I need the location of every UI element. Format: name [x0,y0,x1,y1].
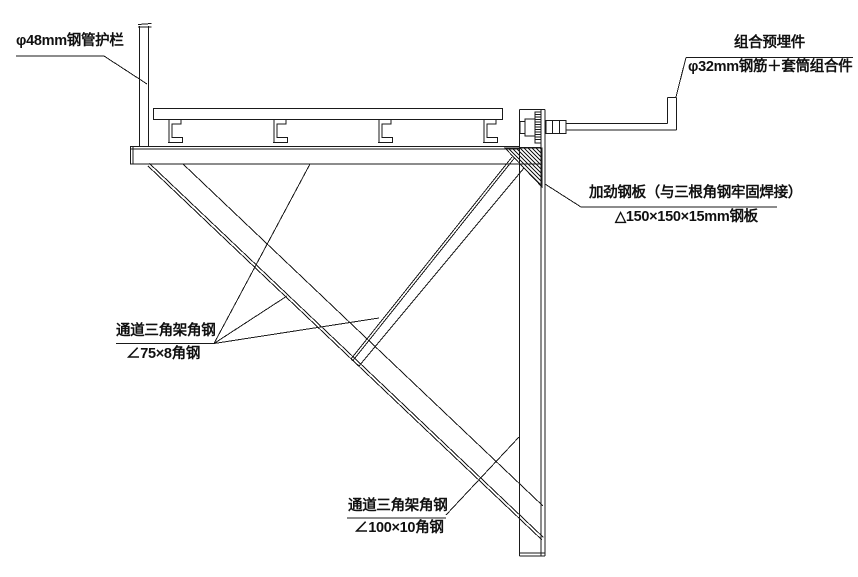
washer-stack-hatch [535,114,541,140]
sleeve-nut-facets [552,120,560,134]
channel-beams [168,119,498,143]
label-truss-angle-100-title: 通道三角架角钢 [348,498,448,514]
web-brace-angle [350,156,525,367]
stiffener-gusset-hatch [505,148,542,187]
anchor-assembly [519,97,677,144]
deck-plank [153,108,503,120]
diagonal-chord-angle [147,163,544,541]
label-stiffener-title: 加劲钢板（与三根角钢牢固焊接） [589,185,802,201]
label-stiffener-spec: △150×150×15mm钢板 [615,209,758,225]
channel-beam [273,119,288,143]
sleeve-nut [545,120,567,134]
wall-angle-member [519,109,546,557]
label-truss-angle-75-title: 通道三角架角钢 [116,323,216,339]
top-chord-angle [130,146,541,165]
guardrail-post [137,23,152,146]
leader-stiffener [544,183,777,208]
anchor-rebar-lbar [566,97,677,131]
channel-beam [168,119,183,143]
bolt-head [524,118,536,137]
leader-embedded-part [675,57,853,98]
label-truss-angle-100-spec: ∠100×10角钢 [354,520,444,536]
label-embedded-part-title: 组合预埋件 [734,35,805,51]
channel-beam [378,119,393,143]
label-guardrail: φ48mm钢管护栏 [16,33,124,49]
stiffener-gusset [503,147,543,189]
callout-lines [16,55,853,519]
label-embedded-part-spec: φ32mm钢筋＋套筒组合件 [688,59,853,75]
leader-guardrail [16,55,148,85]
channel-beam [483,119,498,143]
leader-angle100 [347,436,520,519]
leader-angle75 [116,163,380,344]
bolt-washer [519,121,526,134]
label-truss-angle-75-spec: ∠75×8角钢 [126,346,201,362]
